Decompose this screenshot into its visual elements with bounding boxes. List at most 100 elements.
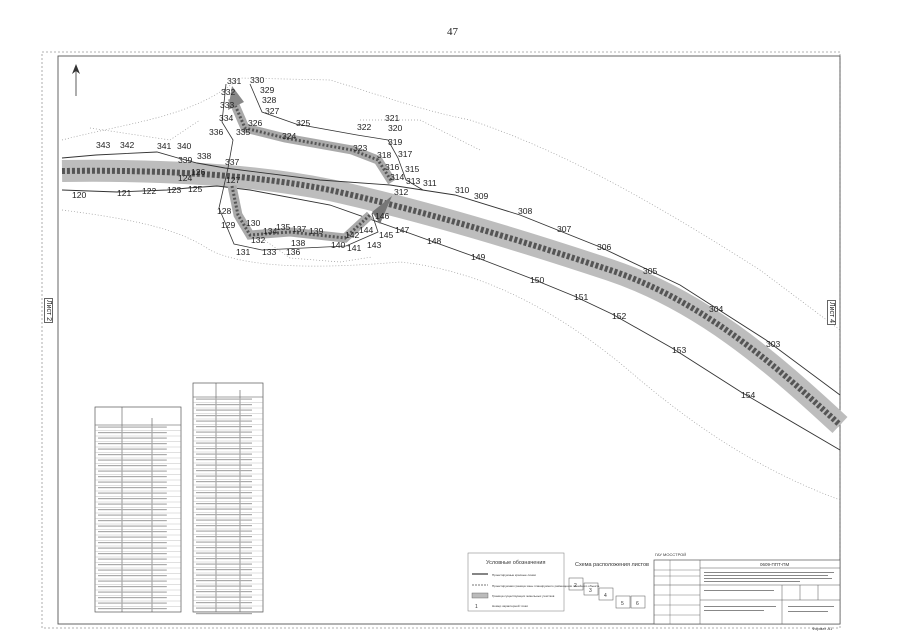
coordinates-table-left — [94, 406, 182, 613]
point-label-139: 139 — [309, 226, 324, 236]
point-label-336: 336 — [209, 127, 224, 137]
point-label-306: 306 — [597, 242, 612, 252]
point-label-338: 338 — [197, 151, 212, 161]
point-label-315: 315 — [405, 164, 420, 174]
point-label-329: 329 — [260, 85, 275, 95]
point-label-308: 308 — [518, 206, 533, 216]
drawing-frame — [57, 55, 841, 625]
point-label-320: 320 — [388, 123, 403, 133]
point-label-337: 337 — [225, 157, 240, 167]
svg-text:4: 4 — [604, 593, 607, 599]
point-label-318: 318 — [377, 150, 392, 160]
point-label-126: 126 — [191, 167, 206, 177]
point-label-313: 313 — [406, 176, 421, 186]
legend-item-4: Номер характерной точки — [492, 604, 528, 608]
ramp-nose — [228, 86, 244, 110]
point-label-131: 131 — [236, 247, 251, 257]
point-label-130: 130 — [246, 218, 261, 228]
point-label-143: 143 — [367, 240, 382, 250]
scheme-title: Схема расположения листов — [575, 562, 649, 568]
ramp-red-line-east — [249, 83, 424, 191]
point-label-316: 316 — [385, 162, 400, 172]
point-label-323: 323 — [353, 143, 368, 153]
point-label-339: 339 — [178, 155, 193, 165]
point-label-328: 328 — [262, 95, 277, 105]
point-label-122: 122 — [142, 186, 157, 196]
page-number: 47 — [447, 26, 458, 38]
existing-parcels — [61, 77, 841, 501]
point-label-151: 151 — [574, 292, 589, 302]
point-label-147: 147 — [395, 225, 410, 235]
point-label-340: 340 — [177, 141, 192, 151]
point-label-314: 314 — [390, 172, 405, 182]
point-label-327: 327 — [265, 106, 280, 116]
point-label-133: 133 — [262, 247, 277, 257]
point-label-342: 342 — [120, 140, 135, 150]
point-label-303: 303 — [766, 339, 781, 349]
ramp-south-axis — [230, 185, 372, 240]
point-label-140: 140 — [331, 240, 346, 250]
title-block: ГАУ МОССТРОЙ 0609-ППТ-ПМ Формат А1 — [653, 552, 841, 631]
point-label-138: 138 — [291, 238, 306, 248]
point-label-307: 307 — [557, 224, 572, 234]
svg-text:5: 5 — [621, 601, 624, 607]
point-label-127: 127 — [226, 175, 241, 185]
interchange-fill — [372, 196, 392, 224]
legend-title: Условные обозначения — [486, 560, 545, 566]
svg-text:3: 3 — [589, 588, 592, 594]
point-label-335: 335 — [236, 127, 251, 137]
point-label-134: 134 — [263, 226, 278, 236]
point-label-150: 150 — [530, 275, 545, 285]
point-label-325: 325 — [296, 118, 311, 128]
point-label-144: 144 — [359, 225, 374, 235]
point-label-326: 326 — [248, 118, 263, 128]
point-label-317: 317 — [398, 149, 413, 159]
point-label-332: 332 — [221, 87, 236, 97]
red-line-north — [61, 151, 841, 396]
point-label-334: 334 — [219, 113, 234, 123]
point-label-132: 132 — [251, 235, 266, 245]
point-label-141: 141 — [347, 243, 362, 253]
point-label-330: 330 — [250, 75, 265, 85]
point-label-321: 321 — [385, 113, 400, 123]
legend-item-1: Проектируемые красные линии — [492, 573, 536, 577]
point-label-333: 333 — [220, 100, 235, 110]
point-label-125: 125 — [188, 184, 203, 194]
coordinates-table-right — [192, 382, 264, 615]
stamp-code: 0609-ППТ-ПМ — [760, 562, 789, 567]
point-label-319: 319 — [388, 137, 403, 147]
point-label-121: 121 — [117, 188, 132, 198]
legend: Условные обозначения Проектируемые красн… — [467, 552, 600, 612]
point-label-128: 128 — [217, 206, 232, 216]
legend-item-2: Проектируемая граница зоны планируемого … — [492, 584, 600, 588]
svg-text:6: 6 — [636, 601, 639, 607]
stamp-format: Формат А1 — [812, 626, 833, 631]
sheet-link-right[interactable]: Лист 4 — [827, 300, 836, 326]
point-label-324: 324 — [282, 131, 297, 141]
point-label-152: 152 — [612, 311, 627, 321]
point-label-135: 135 — [276, 222, 291, 232]
point-label-154: 154 — [741, 390, 756, 400]
point-label-304: 304 — [709, 304, 724, 314]
road-centerline — [61, 167, 843, 428]
road-zone — [61, 159, 848, 434]
point-label-149: 149 — [471, 252, 486, 262]
legend-item-3: Граница существующих земельных участков — [492, 594, 555, 598]
point-label-136: 136 — [286, 247, 301, 257]
sheet-scheme: Схема расположения листов 2 3 4 5 6 — [568, 562, 649, 609]
point-label-341: 341 — [157, 141, 172, 151]
point-label-309: 309 — [474, 191, 489, 201]
point-label-145: 145 — [379, 230, 394, 240]
point-label-312: 312 — [394, 187, 409, 197]
stamp-org: ГАУ МОССТРОЙ — [655, 552, 686, 557]
point-label-142: 142 — [345, 230, 360, 240]
sheet-link-left[interactable]: Лист 2 — [44, 298, 53, 324]
point-label-153: 153 — [672, 345, 687, 355]
point-label-148: 148 — [427, 236, 442, 246]
svg-text:2: 2 — [574, 583, 577, 589]
point-label-311: 311 — [423, 178, 437, 188]
ramp-north-zone — [227, 96, 396, 185]
point-label-310: 310 — [455, 185, 470, 195]
